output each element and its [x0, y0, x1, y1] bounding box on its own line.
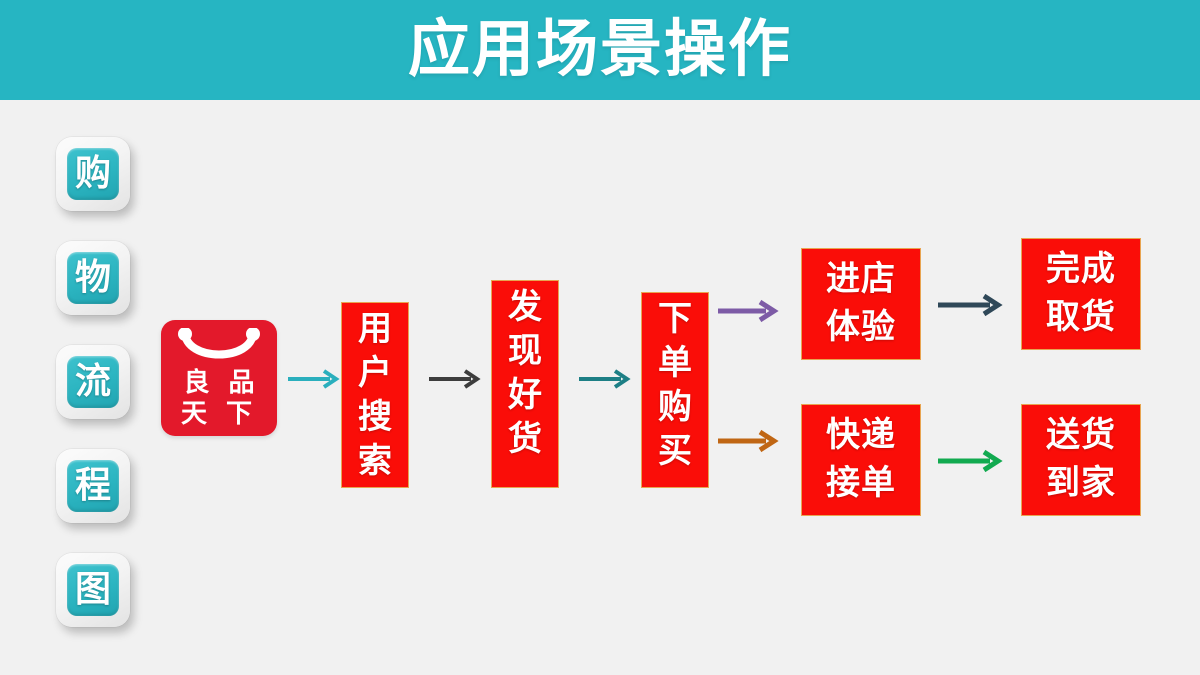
flow-box-place-order-char-1: 下 [658, 299, 692, 339]
brand-logo[interactable]: 良 品 天 下 [161, 320, 277, 436]
sidebar-tile-liu[interactable]: 流 [56, 345, 130, 419]
sidebar-tile-liu-label: 流 [74, 361, 111, 402]
flow-box-courier[interactable]: 快递 接单 [801, 404, 921, 516]
flow-box-place-order-char-2: 单 [658, 343, 692, 383]
flow-box-user-search-char-1: 用 [358, 309, 392, 349]
arrow-place-order-to-store-visit [716, 298, 782, 324]
flow-box-delivery-row-2: 到家 [1046, 463, 1116, 503]
sidebar-tile-gou-label: 购 [74, 153, 111, 194]
flow-box-user-search[interactable]: 用 户 搜 索 [341, 302, 409, 488]
arrow-logo-to-user-search [286, 366, 344, 392]
header-band [0, 0, 1200, 100]
sidebar-tile-gou[interactable]: 购 [56, 137, 130, 211]
shopping-bag-icon [178, 328, 260, 359]
sidebar-tile-wu-plate: 物 [67, 252, 119, 304]
sidebar-tile-cheng-label: 程 [74, 465, 111, 506]
sidebar-tile-tu[interactable]: 图 [56, 553, 130, 627]
sidebar-tile-liu-plate: 流 [67, 356, 119, 408]
flow-box-find-goods-char-1: 发 [508, 287, 542, 327]
flow-box-find-goods-char-4: 货 [508, 419, 542, 459]
flow-box-user-search-char-4: 索 [358, 441, 392, 481]
flow-box-find-goods[interactable]: 发 现 好 货 [491, 280, 559, 488]
flow-box-courier-row-1: 快递 [826, 415, 896, 455]
flow-box-store-visit-row-1: 进店 [826, 259, 896, 299]
flow-box-pickup-row-1: 完成 [1046, 249, 1116, 289]
flow-box-place-order-char-3: 购 [658, 387, 692, 427]
page-title: 应用场景操作 [407, 12, 792, 85]
arrow-find-goods-to-place-order [577, 366, 635, 392]
flow-box-pickup-row-2: 取货 [1046, 297, 1116, 337]
sidebar-tile-cheng[interactable]: 程 [56, 449, 130, 523]
flow-box-user-search-char-2: 户 [358, 353, 392, 393]
sidebar-tile-wu[interactable]: 物 [56, 241, 130, 315]
flow-box-find-goods-char-2: 现 [508, 331, 542, 371]
arrow-user-search-to-find-goods [427, 366, 485, 392]
sidebar-tile-wu-label: 物 [74, 257, 111, 298]
flow-box-store-visit-row-2: 体验 [826, 307, 896, 347]
flow-box-store-visit[interactable]: 进店 体验 [801, 248, 921, 360]
sidebar-tile-cheng-plate: 程 [67, 460, 119, 512]
arrow-store-visit-to-pickup [936, 292, 1006, 318]
brand-name: 良 品 天 下 [161, 368, 277, 430]
brand-name-line1: 良 品 [183, 368, 260, 398]
sidebar-tile-tu-label: 图 [74, 569, 111, 610]
sidebar: 购 物 流 程 图 [56, 137, 130, 657]
sidebar-tile-tu-plate: 图 [67, 564, 119, 616]
sidebar-tile-gou-plate: 购 [67, 148, 119, 200]
flow-box-courier-row-2: 接单 [826, 463, 896, 503]
flow-box-delivery[interactable]: 送货 到家 [1021, 404, 1141, 516]
flow-box-find-goods-char-3: 好 [508, 375, 542, 415]
arrow-place-order-to-courier [716, 428, 782, 454]
arrow-courier-to-delivery [936, 448, 1006, 474]
brand-name-line2: 天 下 [180, 399, 258, 429]
flow-box-place-order-char-4: 买 [658, 431, 692, 471]
flow-box-pickup[interactable]: 完成 取货 [1021, 238, 1141, 350]
flow-box-place-order[interactable]: 下 单 购 买 [641, 292, 709, 488]
flow-box-user-search-char-3: 搜 [358, 397, 392, 437]
flow-box-delivery-row-1: 送货 [1046, 415, 1116, 455]
